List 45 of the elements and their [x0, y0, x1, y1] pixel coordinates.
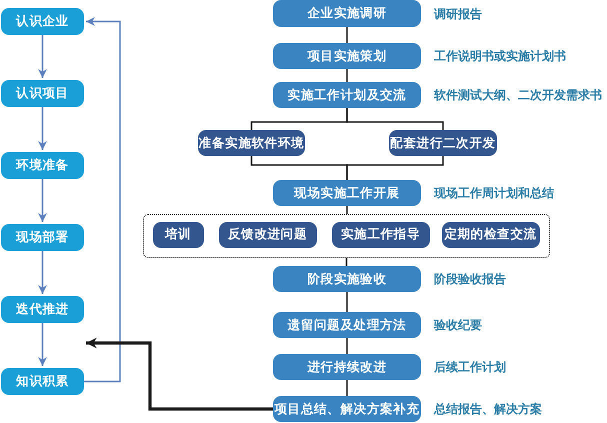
process-box: 实施工作计划及交流 [273, 82, 421, 108]
process-box: 项目实施策划 [273, 43, 421, 69]
process-box: 企业实施调研 [273, 0, 421, 27]
task-box: 实施工作指导 [332, 222, 430, 248]
process-box: 项目总结、解决方案补充 [273, 396, 421, 422]
arrow [38, 107, 47, 150]
deliverable-label: 现场工作周计划和总结 [434, 185, 554, 201]
arrow [86, 338, 273, 411]
step-box: 认识项目 [1, 80, 84, 107]
step-box: 环境准备 [1, 152, 84, 179]
connector-line [346, 108, 444, 130]
step-box: 迭代推进 [1, 296, 84, 323]
step-box: 认识企业 [1, 8, 84, 35]
task-box: 配套进行二次开发 [389, 130, 497, 156]
deliverable-label: 总结报告、解决方案 [434, 401, 542, 417]
connector-line [346, 292, 348, 312]
deliverable-label: 调研报告 [434, 6, 482, 22]
arrow [38, 323, 47, 366]
arrow [84, 17, 121, 382]
process-box: 现场实施工作开展 [273, 180, 421, 206]
arrow [38, 251, 47, 294]
connector-line [346, 338, 348, 354]
task-box: 反馈改进问题 [218, 222, 316, 248]
task-box: 培训 [152, 222, 204, 248]
dotted-group-box [143, 214, 550, 258]
connector-line [346, 156, 444, 180]
step-box: 知识积累 [1, 368, 84, 395]
step-box: 现场部署 [1, 224, 84, 251]
deliverable-label: 软件测试大纲、二次开发需求书 [434, 87, 602, 103]
connector-line [346, 69, 348, 82]
connector-line [346, 380, 348, 396]
process-box: 进行持续改进 [273, 354, 421, 380]
arrow [38, 179, 47, 222]
deliverable-label: 阶段验收报告 [434, 271, 506, 287]
arrow [38, 35, 47, 78]
deliverable-label: 验收纪要 [434, 317, 482, 333]
process-box: 遗留问题及处理方法 [273, 312, 421, 338]
task-box: 定期的检查交流 [442, 222, 540, 248]
deliverable-label: 工作说明书或实施计划书 [434, 48, 566, 64]
connector-line [346, 258, 348, 266]
connector-line [346, 206, 348, 214]
deliverable-label: 后续工作计划 [434, 359, 506, 375]
process-box: 阶段实施验收 [273, 266, 421, 292]
task-box: 准备实施软件环境 [198, 130, 305, 156]
connector-line [346, 27, 348, 43]
